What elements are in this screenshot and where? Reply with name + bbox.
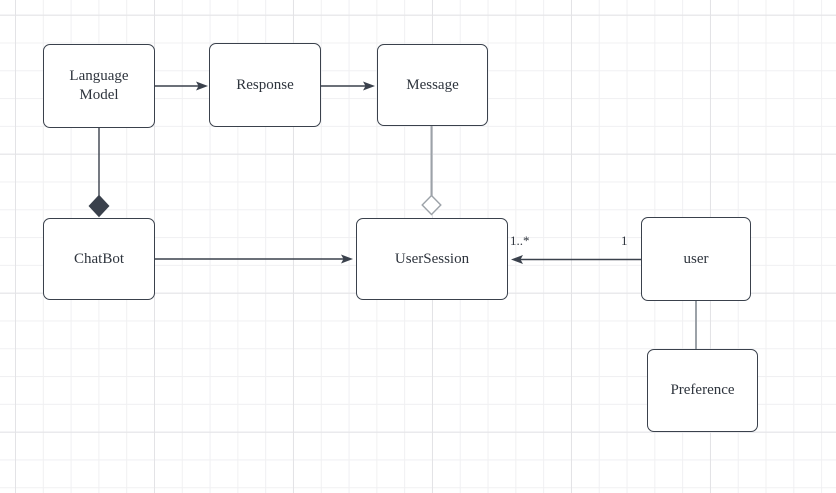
multiplicity-label-user: 1: [621, 233, 628, 248]
arrowhead-left-icon: [511, 255, 523, 264]
node-response-label: Response: [236, 76, 294, 93]
aggregation-diamond-icon: [421, 194, 442, 216]
node-message-label: Message: [406, 76, 459, 93]
node-user-label: user: [683, 250, 709, 267]
node-user-session-label: UserSession: [394, 250, 470, 267]
node-chatbot-label: ChatBot: [73, 250, 124, 267]
node-response[interactable]: Response: [209, 43, 321, 127]
arrowhead-right-icon: [196, 81, 208, 91]
arrowhead-right-icon: [363, 81, 375, 91]
composition-diamond-icon: [88, 194, 110, 218]
multiplicity-label-usersession: 1..*: [510, 233, 530, 248]
node-preference[interactable]: Preference: [647, 349, 758, 432]
node-message[interactable]: Message: [377, 44, 488, 126]
node-language-model[interactable]: Language Model: [43, 44, 155, 128]
node-user[interactable]: user: [641, 217, 751, 301]
arrowhead-right-icon: [341, 254, 353, 264]
node-chatbot[interactable]: ChatBot: [43, 218, 155, 300]
node-language-model-label: Language Model: [69, 68, 129, 103]
node-preference-label: Preference: [670, 382, 735, 398]
node-user-session[interactable]: UserSession: [356, 218, 508, 300]
